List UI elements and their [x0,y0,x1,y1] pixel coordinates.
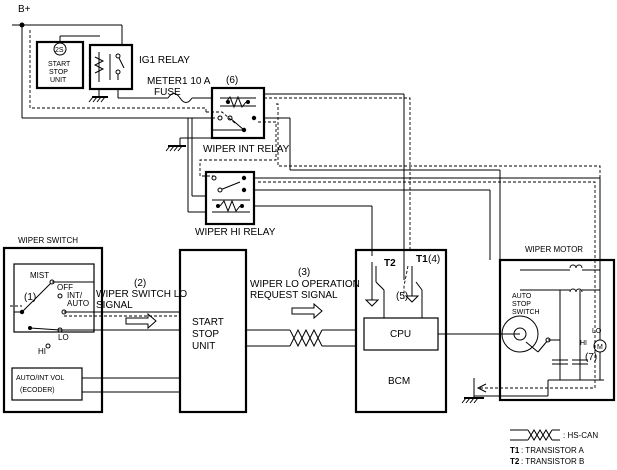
start-stop-unit: START STOP UNIT [178,248,248,414]
hs-can-link [246,328,356,348]
ig1-relay-box [88,43,134,91]
signal-arrow-2 [291,302,323,320]
auto-int-vol-encoder-box [11,367,83,401]
svg-text:AUTO: AUTO [512,293,532,300]
ig1-relay-label: IG1 RELAY [139,55,190,66]
wiper-hi-relay-label: WIPER HI RELAY [195,227,276,238]
wiper-int-relay: (6) WIPER INT RELAY [165,75,290,177]
wiper-motor: WIPER MOTOR AUTO STOP SWITCH M LO HI (7) [461,245,616,404]
svg-text:STOP: STOP [192,329,219,340]
wiper-motor-label: WIPER MOTOR [525,245,583,254]
ground-ig1 [88,96,108,103]
wiper-hi-relay-box [204,170,256,226]
wiper-switch-contacts [13,263,95,333]
svg-text:STOP: STOP [49,69,68,76]
callout-4: (4) [428,254,440,265]
legend-hs-can: : HS-CAN [563,431,598,440]
b-plus-label: B+ [18,4,31,15]
svg-text:FUSE: FUSE [154,87,181,98]
callout-3: (3) [298,267,310,278]
wiper-switch-label: WIPER SWITCH [18,236,78,245]
wiper-lo-request-label: WIPER LO OPERATION [250,279,360,290]
t1-label: T1 [416,254,428,265]
marker-2s: 2S [55,47,64,54]
svg-text:UNIT: UNIT [192,341,215,352]
svg-text:REQUEST SIGNAL: REQUEST SIGNAL [250,290,338,301]
svg-text:AUTO/INT VOL: AUTO/INT VOL [16,375,64,382]
wiper-hi-relay: WIPER HI RELAY [195,170,276,238]
wiper-int-relay-label: WIPER INT RELAY [203,144,290,155]
signal-arrow-1 [125,312,157,330]
svg-text:CPU: CPU [390,329,411,340]
bcm-box [354,248,448,414]
wiper-switch: WIPER SWITCH MIST OFF INT/ AUTO (1) LO H… [2,236,180,414]
bcm-label: BCM [388,376,410,387]
wiper-motor-box [498,258,616,402]
callout-5: (5) [396,291,408,302]
svg-text:(ECODER): (ECODER) [20,387,55,394]
ground-int-relay [165,145,186,152]
svg-text:MIST: MIST [30,271,49,280]
meter1-fuse-label: METER1 10 A [147,76,211,87]
svg-text:HI: HI [580,340,587,347]
callout-6: (6) [226,75,238,86]
legend-t2-text: : TRANSISTOR B [521,457,584,466]
svg-text:INT/: INT/ [67,291,83,300]
svg-text:OFF: OFF [57,283,73,292]
svg-text:LO: LO [58,333,69,342]
svg-text:START: START [192,317,224,328]
svg-text:AUTO: AUTO [67,299,89,308]
svg-text:SIGNAL: SIGNAL [96,300,133,311]
legend: : HS-CAN T1 : TRANSISTOR A T2 : TRANSIST… [510,429,598,466]
auto-stop-switch-cam [501,315,539,353]
start-stop-unit-box [178,248,248,414]
svg-text:SWITCH: SWITCH [512,309,540,316]
svg-text:UNIT: UNIT [50,77,67,84]
legend-t1-key: T1 [510,446,520,455]
bcm: T2 T1 (4) (5) CPU BCM [354,248,520,414]
callout-2: (2) [134,278,146,289]
svg-text:START: START [48,61,71,68]
wiper-int-relay-box [210,86,266,140]
callout-1: (1) [24,292,36,303]
t2-label: T2 [384,258,396,269]
svg-text:HI: HI [38,347,46,356]
svg-text:LO: LO [592,328,602,335]
legend-hs-can-symbol [510,429,560,441]
meter1-fuse-symbol [167,93,193,103]
svg-text:M: M [597,344,603,351]
legend-t1-text: : TRANSISTOR A [521,446,584,455]
svg-text:STOP: STOP [512,301,531,308]
legend-t2-key: T2 [510,457,520,466]
power-supply-section: B+ 2S START STOP UNIT I [12,4,215,119]
callout-7: (7) [585,352,597,363]
wiper-switch-lo-signal-label: WIPER SWITCH LO [96,289,187,300]
ground-motor [461,397,484,404]
